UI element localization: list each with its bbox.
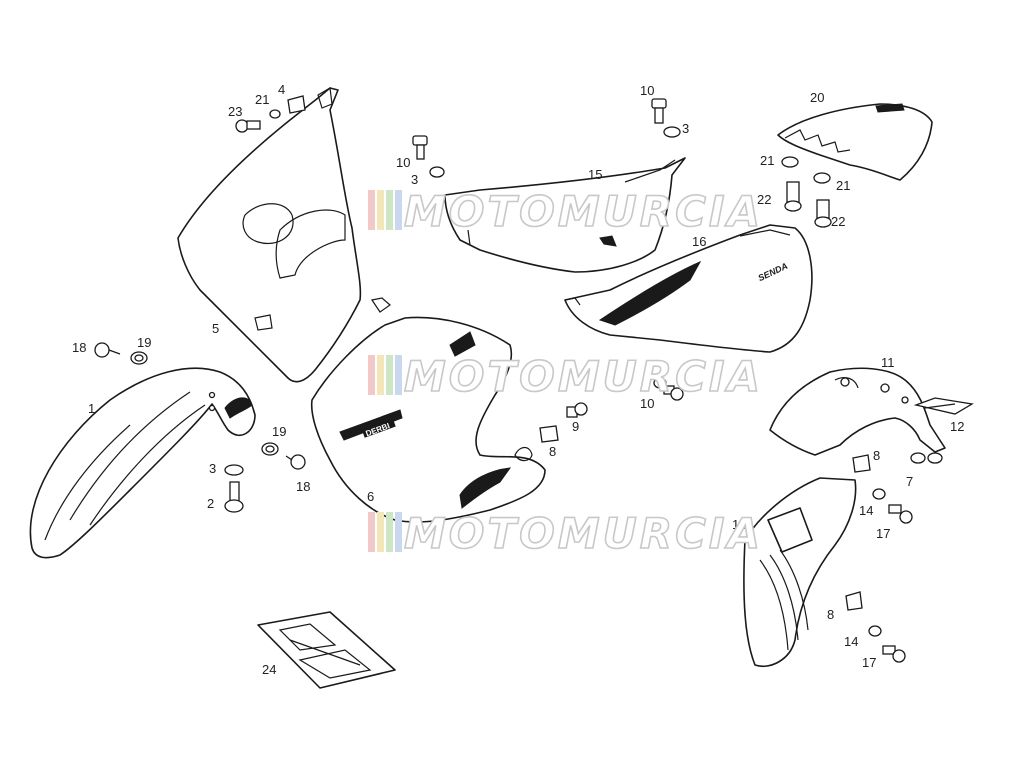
grommet-18-top (94, 342, 121, 358)
label-17: 17 (862, 655, 876, 670)
clip-8-center (539, 425, 559, 443)
callout-labels: 23 21 4 10 3 10 3 15 20 21 21 22 22 16 5… (72, 82, 964, 677)
grommet-22-right (814, 199, 832, 228)
label-8: 8 (827, 607, 834, 622)
watermark-middle: MOTOMURCIA (368, 351, 763, 402)
label-3: 3 (411, 172, 418, 187)
label-17: 17 (876, 526, 890, 541)
hardware-group (94, 95, 943, 663)
label-8: 8 (873, 448, 880, 463)
label-9: 9 (572, 419, 579, 434)
label-21: 21 (255, 92, 269, 107)
label-21: 21 (836, 178, 850, 193)
label-21: 21 (760, 153, 774, 168)
grommet-22-left (784, 181, 802, 212)
rubber-block (913, 397, 974, 415)
label-24: 24 (262, 662, 276, 677)
label-15: 15 (588, 167, 602, 182)
watermark-text: MOTOMURCIA (404, 352, 763, 401)
screw-17-lower (882, 645, 906, 663)
right-side-panel: SENDA (564, 224, 813, 353)
washer-3-front (224, 464, 244, 476)
washer-21-right (813, 172, 831, 184)
grommet-18-bottom (285, 454, 306, 470)
watermark-text: MOTOMURCIA (404, 187, 763, 236)
decal-sheet (257, 611, 396, 689)
label-22: 22 (757, 192, 771, 207)
label-3: 3 (209, 461, 216, 476)
label-23: 23 (228, 104, 242, 119)
rear-tail-frame (769, 367, 946, 456)
watermark-top: MOTOMURCIA (368, 186, 763, 237)
bolt-9 (566, 402, 588, 418)
washer-7-b (927, 452, 943, 464)
washer-14-lower (868, 625, 882, 637)
label-4: 4 (278, 82, 285, 97)
label-13: 13 (732, 517, 746, 532)
label-11: 11 (881, 355, 895, 370)
watermark-bottom: MOTOMURCIA (368, 508, 763, 559)
front-number-plate: DERBI (310, 297, 546, 523)
bolt-10-left (412, 135, 428, 160)
label-7: 7 (906, 474, 913, 489)
label-14: 14 (844, 634, 858, 649)
bolt-10-center (653, 377, 684, 401)
bolt-23 (235, 119, 261, 133)
washer-21-top (269, 109, 281, 119)
clip-8-tail (852, 454, 871, 473)
clip-4 (287, 95, 306, 114)
clip-8-lower (845, 591, 863, 611)
label-10: 10 (640, 396, 654, 411)
label-19: 19 (137, 335, 151, 350)
washer-3-left (429, 166, 445, 178)
label-2: 2 (207, 496, 214, 511)
washer-14-upper (872, 488, 886, 500)
front-side-panel (177, 87, 362, 383)
watermark-text: MOTOMURCIA (404, 509, 763, 558)
label-18: 18 (296, 479, 310, 494)
bolt-10-right (651, 98, 667, 124)
front-mudguard (29, 367, 256, 559)
label-5: 5 (212, 321, 219, 336)
label-1: 1 (88, 401, 95, 416)
rear-mudguard (743, 477, 857, 667)
grommet-19-top (130, 351, 148, 365)
bolt-2 (224, 481, 244, 513)
washer-3-right (663, 126, 681, 138)
label-19: 19 (272, 424, 286, 439)
label-22: 22 (831, 214, 845, 229)
seat-cover (777, 103, 933, 181)
label-8: 8 (549, 444, 556, 459)
washer-7-a (910, 452, 926, 464)
label-20: 20 (810, 90, 824, 105)
label-18: 18 (72, 340, 86, 355)
label-16: 16 (692, 234, 706, 249)
label-10: 10 (640, 83, 654, 98)
label-6: 6 (367, 489, 374, 504)
washer-21-left (781, 156, 799, 168)
label-14: 14 (859, 503, 873, 518)
label-10: 10 (396, 155, 410, 170)
label-12: 12 (950, 419, 964, 434)
left-side-panel (444, 157, 686, 273)
grommet-19-bottom (261, 442, 279, 456)
screw-17-upper (888, 504, 913, 524)
label-3: 3 (682, 121, 689, 136)
